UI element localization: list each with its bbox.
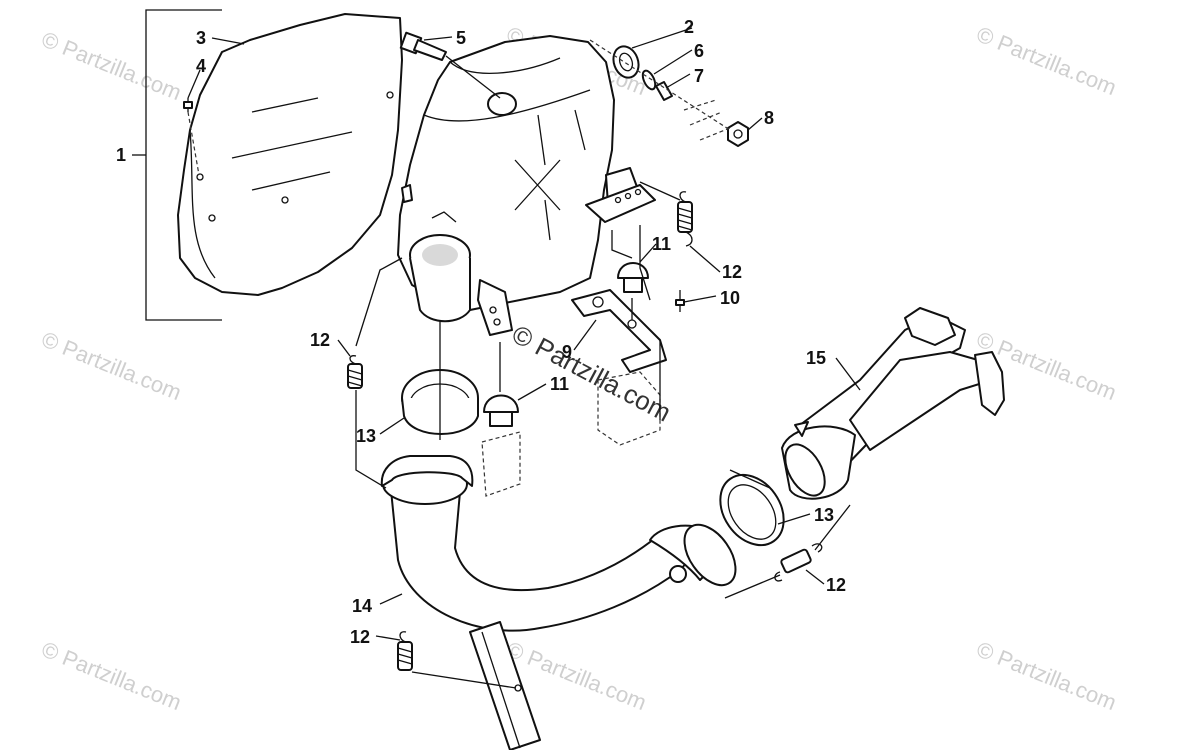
watermark-br: © Partzilla.com (973, 636, 1120, 715)
part-rubber-mount-lower (483, 394, 519, 427)
part-spring-upper-right (677, 191, 693, 247)
callout-3: 3 (196, 28, 206, 48)
part-nut (727, 121, 749, 147)
part-gasket-right (719, 473, 785, 547)
leader-lines (187, 27, 861, 689)
watermark-tr: © Partzilla.com (973, 21, 1120, 100)
callout-12-upper-right: 12 (722, 262, 742, 282)
watermark-ml: © Partzilla.com (38, 326, 185, 405)
callout-15: 15 (806, 348, 826, 368)
callout-1: 1 (116, 145, 126, 165)
part-grommet (612, 45, 640, 79)
part-hanger-bracket (571, 289, 667, 446)
part-spring-left (347, 355, 363, 389)
callout-10: 10 (720, 288, 740, 308)
part-header-pipe (781, 307, 1005, 500)
part-spring-bottom (397, 631, 413, 671)
assembly-bracket-1 (132, 9, 222, 321)
part-muffler (397, 35, 656, 336)
part-screw (675, 290, 685, 312)
callout-11-upper: 11 (652, 234, 671, 254)
watermark-tl: © Partzilla.com (38, 26, 185, 105)
part-spring-lower-right (774, 543, 823, 582)
callout-12-left: 12 (310, 330, 330, 350)
callout-11-lower: 11 (550, 374, 569, 394)
part-pin (655, 81, 673, 101)
callout-2: 2 (684, 17, 694, 37)
part-rivet (183, 98, 200, 176)
part-lower-bracket-outline (481, 431, 521, 497)
callout-4: 4 (196, 56, 206, 76)
callout-8: 8 (764, 108, 774, 128)
callout-5: 5 (456, 28, 466, 48)
callout-9: 9 (562, 342, 572, 362)
callout-14: 14 (352, 596, 372, 616)
callout-12-bottom: 12 (350, 627, 370, 647)
callout-13-right: 13 (814, 505, 834, 525)
hardware-leaders (589, 39, 731, 141)
watermark-bl: © Partzilla.com (38, 636, 185, 715)
callout-12-lower-right: 12 (826, 575, 846, 595)
part-bolt (399, 31, 501, 99)
callout-numbers: 1 2 3 4 5 6 7 8 9 10 11 11 12 12 12 12 1… (116, 17, 846, 647)
part-rubber-mount-upper (617, 262, 649, 293)
part-exhaust-pipe (380, 455, 737, 750)
callout-6: 6 (694, 41, 704, 61)
callout-7: 7 (694, 66, 704, 86)
callout-13-left: 13 (356, 426, 376, 446)
part-heat-shield (177, 13, 403, 296)
